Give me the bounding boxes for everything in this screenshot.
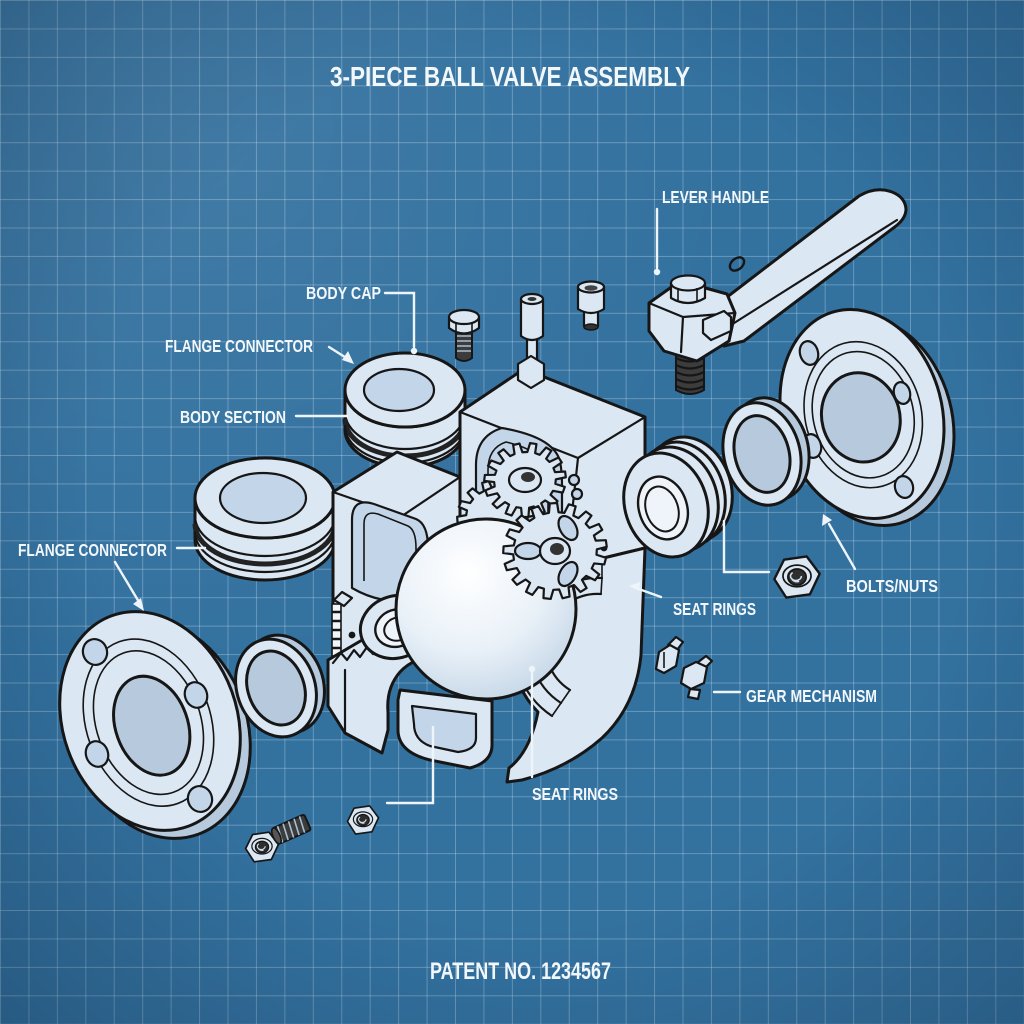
body-section-ring [192,456,338,582]
label-body-section: BODY SECTION [180,407,286,427]
label-seat-rings-bottom: SEAT RINGS [532,784,618,804]
hex-nut-right [773,555,821,599]
gear-mechanism-parts [654,635,714,701]
hex-bolt-top [447,308,481,362]
threaded-stud-bottom [270,813,312,845]
lever-handle-part [647,188,908,395]
body-cap-ring [342,351,468,469]
flange-connector-left-part [58,610,252,840]
label-gear-mechanism: GEAR MECHANISM [746,686,877,706]
gasket-oring-right [721,396,811,507]
label-bolts-nuts: BOLTS/NUTS [846,576,938,596]
label-lever-handle: LEVER HANDLE [662,187,769,207]
label-seat-rings-right: SEAT RINGS [673,599,756,619]
gear-top [483,441,567,519]
leader-lines [113,207,857,805]
gear-front [502,501,608,601]
gasket-oring-left [234,633,326,739]
label-flange-connector-left: FLANGE CONNECTOR [18,540,167,560]
flange-connector-right-part [778,308,956,527]
label-body-cap: BODY CAP [306,283,381,303]
patent-number: PATENT NO. 1234567 [430,958,611,985]
label-flange-connector-top: FLANGE CONNECTOR [165,336,313,356]
diagram-title: 3-PIECE BALL VALVE ASSEMBLY [330,61,690,92]
socket-bolt-top [576,280,606,331]
hex-nut-bottom-mid [346,805,380,835]
seat-ring-grooved [622,435,734,559]
